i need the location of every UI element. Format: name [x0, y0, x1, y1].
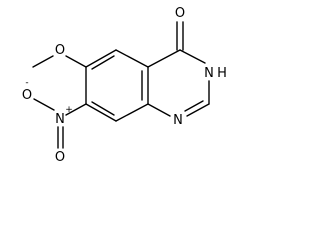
nitro-nitrogen-charge: + — [65, 105, 73, 115]
pyrimidinone-ring — [147, 49, 210, 117]
ring-nh-nitrogen-label: N — [204, 66, 214, 81]
bond-c8-c8a — [115, 103, 149, 122]
ring-nh-hydrogen-label: H — [217, 66, 227, 81]
benzene-ring — [85, 49, 149, 122]
carbonyl-group: O — [175, 6, 185, 51]
bond-c5-c6-double — [91, 55, 115, 70]
bond-c7-c8 — [85, 103, 117, 122]
nitro-nitrogen-label: N — [55, 112, 65, 127]
bond-o-methyl — [32, 55, 54, 68]
methoxy-group: O — [32, 43, 87, 68]
bond-c4-n3 — [179, 49, 206, 64]
bond-c7-n-nitro — [65, 103, 87, 116]
bond-n1-c8a — [147, 103, 171, 117]
bond-c5-c6 — [85, 49, 117, 68]
methoxy-oxygen-label: O — [55, 43, 65, 58]
bond-c4a-c5 — [115, 49, 149, 68]
bond-n-o-top — [33, 98, 55, 111]
nitro-oxygen-top-charge: - — [25, 78, 28, 88]
carbonyl-oxygen-label: O — [175, 6, 185, 21]
nitro-oxygen-bottom-label: O — [55, 150, 65, 165]
ring-imine-nitrogen-label: N — [173, 113, 183, 128]
nitro-oxygen-top-label: O — [22, 88, 32, 103]
bond-c2-n1 — [186, 103, 210, 117]
bond-c6-o-methoxy — [65, 55, 87, 68]
nitro-group: N + O - O — [22, 78, 87, 165]
molecular-structure-diagram: O N H N O N + O - O — [22, 6, 227, 165]
bond-c4a-c4 — [147, 49, 181, 68]
bond-c2-n1-double — [184, 100, 204, 112]
bond-c7-c8-double — [91, 101, 115, 116]
